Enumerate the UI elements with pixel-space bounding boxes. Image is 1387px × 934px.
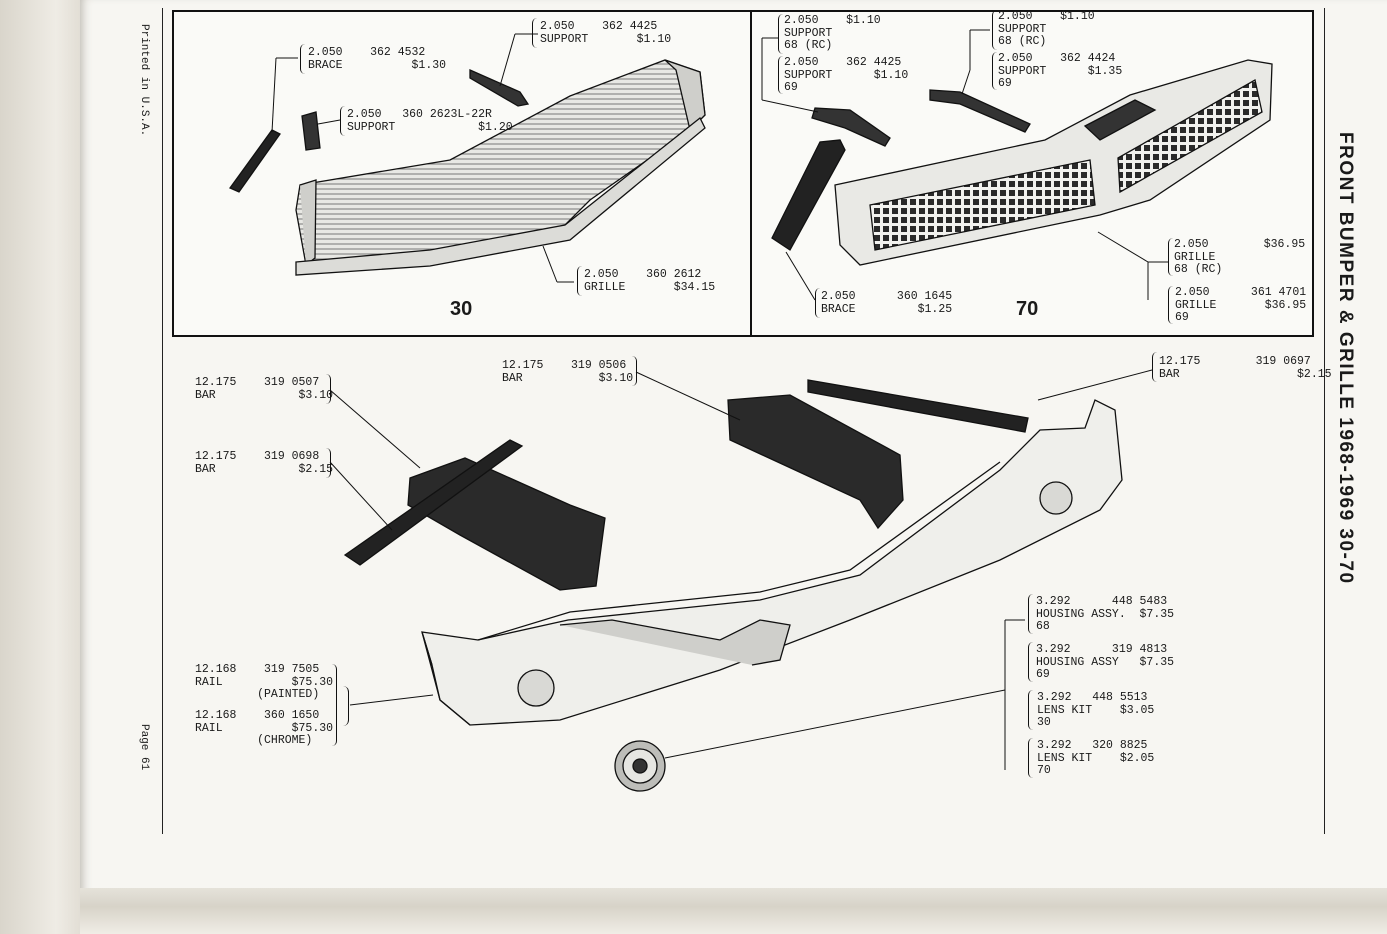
brace-mark <box>332 664 337 746</box>
support-30-drawing <box>469 69 530 107</box>
part-label: 12.175 319 0507 BAR $3.10 <box>195 376 334 402</box>
box-30-number: 30 <box>450 298 473 320</box>
brace-mark <box>778 14 783 54</box>
brace-mark <box>632 356 637 386</box>
part-label: 3.292 448 5483 HOUSING ASSY. $7.35 68 <box>1036 595 1175 633</box>
part-label: 2.050 $1.10 SUPPORT 68 (RC) <box>784 14 881 52</box>
brace-mark <box>1168 286 1173 324</box>
part-label: 12.168 319 7505 RAIL $75.30 (PAINTED) <box>195 663 334 701</box>
brace-mark <box>326 448 331 478</box>
brace-mark <box>577 266 582 296</box>
brace-mark <box>1028 594 1033 634</box>
grille-70-drawing <box>834 59 1273 266</box>
part-label: 2.050 362 4532 BRACE $1.30 <box>308 46 447 72</box>
brace-mark <box>1028 738 1033 778</box>
part-label: 2.050 362 4424 SUPPORT $1.35 69 <box>998 52 1123 90</box>
support-l-30-drawing <box>301 111 321 151</box>
part-label: 2.050 360 2612 GRILLE $34.15 <box>584 268 716 294</box>
part-label: 3.292 319 4813 HOUSING ASSY $7.35 69 <box>1036 643 1175 681</box>
brace-mark <box>1168 238 1173 276</box>
book-binding <box>0 0 80 934</box>
brace-70-drawing <box>771 139 846 251</box>
part-label: 2.050 360 2623L-22R SUPPORT $1.20 <box>347 108 513 134</box>
brace-mark <box>992 10 997 50</box>
brace-mark <box>1028 642 1033 682</box>
brace-mark <box>778 56 783 94</box>
brace-30-drawing <box>229 129 281 193</box>
brace-mark <box>992 52 997 90</box>
brace-mark <box>815 288 820 318</box>
part-label: 2.050 361 4701 GRILLE $36.95 69 <box>1175 286 1307 324</box>
support-70-a-drawing <box>811 107 891 147</box>
bar-319-0506-drawing <box>727 394 904 530</box>
support-70-b-drawing <box>929 89 1031 133</box>
part-label: 3.292 320 8825 LENS KIT $2.05 70 <box>1037 739 1155 777</box>
part-label: 3.292 448 5513 LENS KIT $3.05 30 <box>1037 691 1155 729</box>
part-label: 12.175 319 0506 BAR $3.10 <box>502 359 634 385</box>
page-bottom-edge <box>80 888 1387 934</box>
part-label: 2.050 362 4425 SUPPORT $1.10 69 <box>784 56 909 94</box>
bar-319-0507-drawing <box>407 457 606 591</box>
part-label: 12.175 319 0697 BAR $2.15 <box>1159 355 1332 381</box>
brace-mark <box>326 374 331 404</box>
part-label: 2.050 362 4425 SUPPORT $1.10 <box>540 20 672 46</box>
bar-319-0697-drawing <box>807 379 1029 433</box>
part-label: 2.050 $36.95 GRILLE 68 (RC) <box>1174 238 1306 276</box>
part-label: 2.050 $1.10 SUPPORT 68 (RC) <box>998 10 1095 48</box>
brace-mark <box>1152 352 1157 382</box>
brace-mark <box>342 686 349 726</box>
brace-mark <box>1028 690 1033 730</box>
right-margin-rule <box>1324 8 1325 834</box>
bar-319-0698-drawing <box>343 439 524 566</box>
box-70-number: 70 <box>1016 298 1039 320</box>
left-margin-rule <box>162 8 163 834</box>
lens-drawing <box>614 740 666 792</box>
bumper-rail-drawing <box>421 399 1123 726</box>
part-label: 12.175 319 0698 BAR $2.15 <box>195 450 334 476</box>
part-label: 2.050 360 1645 BRACE $1.25 <box>821 290 953 316</box>
brace-mark <box>300 44 305 74</box>
brace-mark <box>532 18 537 48</box>
grille-30-drawing <box>295 59 706 276</box>
part-label: 12.168 360 1650 RAIL $75.30 (CHROME) <box>195 709 334 747</box>
brace-mark <box>340 106 345 136</box>
